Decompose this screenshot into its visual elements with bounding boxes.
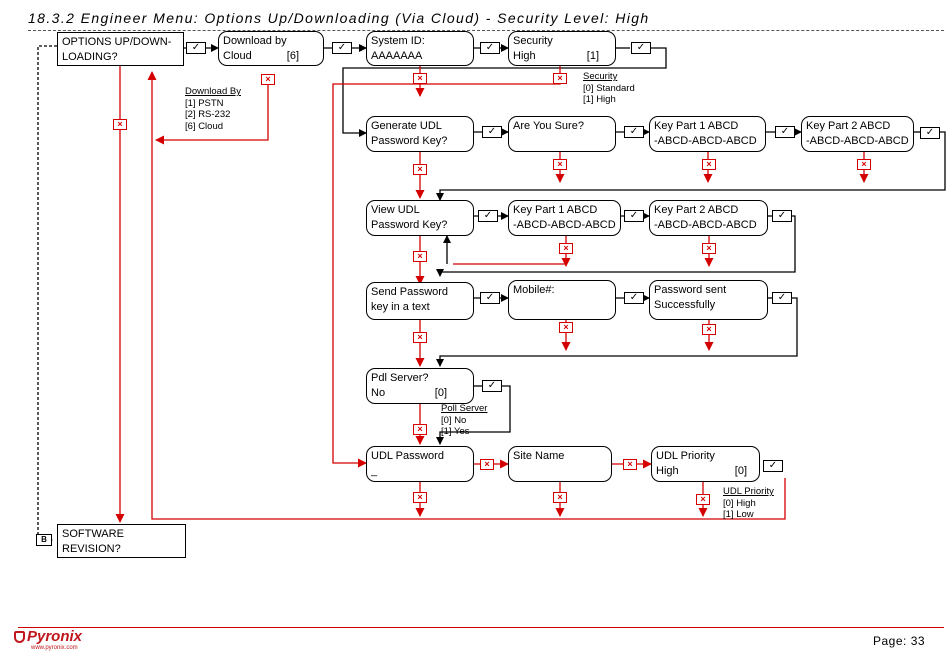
page-number: Page: 33 <box>873 634 926 648</box>
cross-icon: × <box>553 73 567 84</box>
cross-icon: × <box>559 243 573 254</box>
security-level-box: Security High[1] <box>508 31 616 66</box>
brand-url: www.pyronix.com <box>31 645 78 651</box>
site-name-box: Site Name <box>508 446 612 482</box>
tick-icon: ✓ <box>772 292 792 304</box>
cross-icon: × <box>261 74 275 85</box>
tick-icon: ✓ <box>482 380 502 392</box>
brand-mark-icon <box>14 631 25 643</box>
mobile-number-box: Mobile#: <box>508 280 616 320</box>
key-part-1-box: Key Part 1 ABCD -ABCD-ABCD-ABCD <box>649 116 766 152</box>
brand-logo: Pyronix <box>14 628 82 645</box>
cross-icon: × <box>702 243 716 254</box>
tick-icon: ✓ <box>624 292 644 304</box>
send-password-box: Send Password key in a text <box>366 282 474 320</box>
tick-icon: ✓ <box>332 42 352 54</box>
cross-icon: × <box>559 322 573 333</box>
tick-icon: ✓ <box>478 210 498 222</box>
security-options: Security [0] Standard [1] High <box>583 71 635 105</box>
download-by-options: Download By [1] PSTN [2] RS-232 [6] Clou… <box>185 86 241 132</box>
page-title: 18.3.2 Engineer Menu: Options Up/Downloa… <box>28 10 650 26</box>
cross-icon: × <box>480 459 494 470</box>
cross-icon: × <box>702 324 716 335</box>
system-id-box: System ID: AAAAAAA <box>366 31 474 66</box>
tick-icon: ✓ <box>624 126 644 138</box>
generate-udl-key-box: Generate UDL Password Key? <box>366 116 474 152</box>
tick-icon: ✓ <box>480 42 500 54</box>
udl-priority-box: UDL Priority High[0] <box>651 446 760 482</box>
tick-icon: ✓ <box>480 292 500 304</box>
cross-icon: × <box>413 251 427 262</box>
view-key-part-1-box: Key Part 1 ABCD -ABCD-ABCD-ABCD <box>508 200 621 236</box>
cross-icon: × <box>413 492 427 503</box>
download-by-box: Download by Cloud[6] <box>218 31 324 66</box>
tick-icon: ✓ <box>772 210 792 222</box>
cross-icon: × <box>696 494 710 505</box>
footer-divider <box>18 627 944 628</box>
tick-icon: ✓ <box>920 127 940 139</box>
key-part-2-box: Key Part 2 ABCD -ABCD-ABCD-ABCD <box>801 116 914 152</box>
tick-icon: ✓ <box>186 42 206 54</box>
pdl-server-box: Pdl Server? No[0] <box>366 368 474 404</box>
tick-icon: ✓ <box>482 126 502 138</box>
cross-icon: × <box>413 424 427 435</box>
cross-icon: × <box>857 159 871 170</box>
view-udl-key-box: View UDL Password Key? <box>366 200 474 236</box>
tick-icon: ✓ <box>624 210 644 222</box>
poll-server-options: Poll Server [0] No [1] Yes <box>441 403 488 437</box>
cross-icon: × <box>413 73 427 84</box>
tick-icon: ✓ <box>775 126 795 138</box>
b-marker: B <box>36 534 52 546</box>
cross-icon: × <box>113 119 127 130</box>
tick-icon: ✓ <box>631 42 651 54</box>
udl-priority-options: UDL Priority [0] High [1] Low <box>723 486 774 520</box>
udl-password-box: UDL Password _ <box>366 446 474 482</box>
password-sent-box: Password sent Successfully <box>649 280 768 320</box>
tick-icon: ✓ <box>763 460 783 472</box>
cross-icon: × <box>413 164 427 175</box>
cross-icon: × <box>553 492 567 503</box>
cross-icon: × <box>702 159 716 170</box>
cross-icon: × <box>553 159 567 170</box>
cross-icon: × <box>623 459 637 470</box>
view-key-part-2-box: Key Part 2 ABCD -ABCD-ABCD-ABCD <box>649 200 768 236</box>
cross-icon: × <box>413 332 427 343</box>
options-updownloading-box: OPTIONS UP/DOWN- LOADING? <box>57 32 184 66</box>
software-revision-box: SOFTWARE REVISION? <box>57 524 186 558</box>
title-divider <box>28 30 944 31</box>
are-you-sure-box: Are You Sure? <box>508 116 616 152</box>
